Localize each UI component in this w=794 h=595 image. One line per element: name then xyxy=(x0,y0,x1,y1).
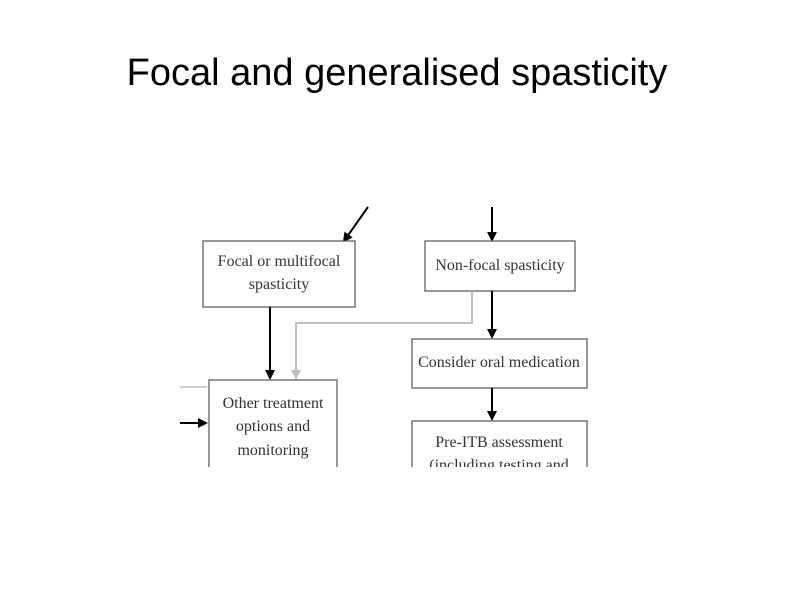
box-preitb-line2: (including testing and xyxy=(429,457,569,474)
box-oral-medication: Consider oral medication xyxy=(411,338,588,389)
box-other-treatment: Other treatment options and monitoring xyxy=(208,379,338,467)
box-other-line3: monitoring xyxy=(237,442,308,459)
box-focal-spasticity: Focal or multifocal spasticity xyxy=(202,240,356,308)
box-nonfocal-line1: Non-focal spasticity xyxy=(435,257,564,274)
incoming-arrow-focal xyxy=(342,206,369,243)
box-nonfocal-spasticity: Non-focal spasticity xyxy=(424,240,576,292)
slide-title: Focal and generalised spasticity xyxy=(126,52,668,94)
connector-nonfocal-to-other xyxy=(291,291,473,380)
box-oral-line1: Consider oral medication xyxy=(418,354,580,371)
box-preitb-line1: Pre-ITB assessment xyxy=(435,434,563,451)
box-pre-itb-assessment: Pre-ITB assessment (including testing an… xyxy=(411,420,588,474)
box-focal-line1: Focal or multifocal xyxy=(218,253,341,270)
box-focal-line2: spasticity xyxy=(249,276,309,293)
box-other-line2: options and xyxy=(236,418,310,435)
box-other-line1: Other treatment xyxy=(223,395,324,412)
